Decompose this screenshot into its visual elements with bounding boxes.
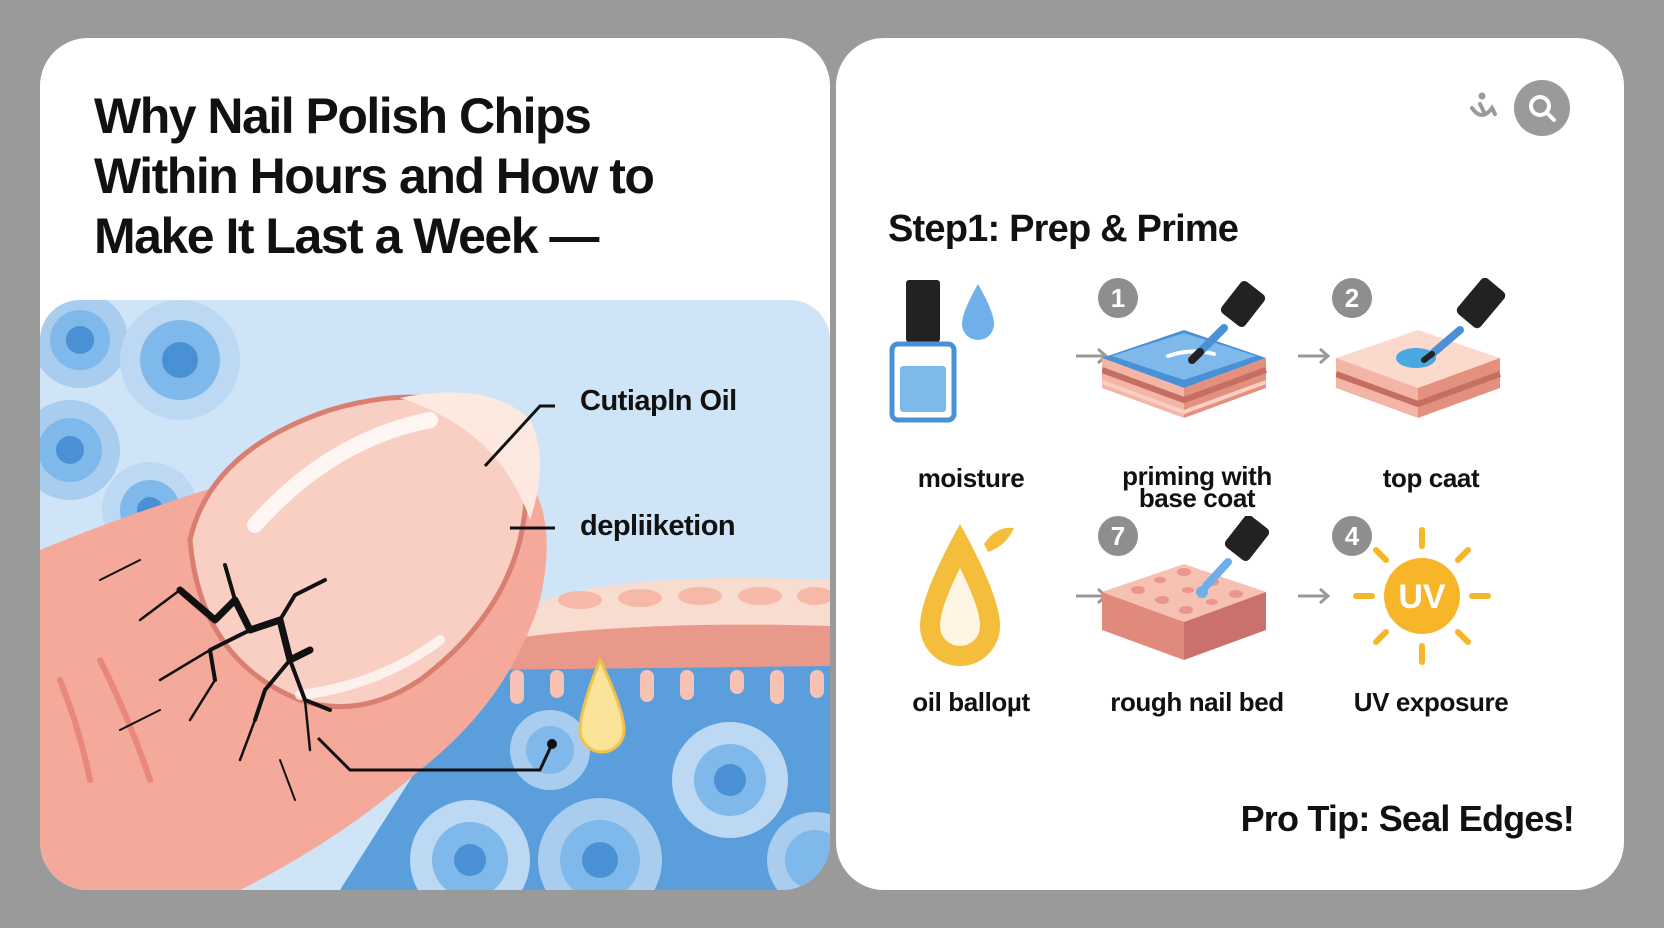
arrow-icon [1076, 347, 1109, 365]
step-top-coat: 2 top caat [1332, 278, 1526, 491]
callout-depletion: depliiketion [580, 510, 736, 542]
top-coat-layer-icon [1336, 278, 1506, 418]
pro-tip: Pro Tip: Seal Edges! [1240, 798, 1575, 839]
step-priming: 1 priming with base coat [1098, 278, 1292, 511]
step-heading: Step1: Prep & Prime [888, 208, 1239, 250]
callout-lines [316, 404, 555, 772]
step-number-badge: 1 [1098, 278, 1138, 318]
step-label-line-1: priming with [1122, 461, 1272, 491]
nail-plate [187, 394, 530, 710]
step-label: moisture [917, 463, 1025, 493]
step-moisture: moisture [876, 278, 1066, 491]
rough-nail-bed-icon [1102, 516, 1270, 660]
oil-drop-icon [920, 524, 1014, 666]
nail-crack [99, 559, 332, 801]
arrow-icon [1298, 347, 1331, 365]
title-line-3: Make It Last a Week — [94, 208, 599, 264]
search-icon [1529, 95, 1556, 122]
step-rough-nail-bed: 7 rough nail bed [1098, 516, 1292, 717]
step-label: top caat [1382, 463, 1480, 493]
step-label: rough nail bed [1110, 687, 1284, 717]
steps-card: Step1: Prep & Prime moisture 1 priming [836, 38, 1624, 890]
step-label: oil balloµt [912, 687, 1030, 717]
chipped-nail-illustration [40, 300, 830, 890]
step-uv-exposure: 4 UV UV exposure [1332, 516, 1526, 717]
step-number-badge: 7 [1098, 516, 1138, 556]
step-number-badge: 4 [1332, 516, 1372, 556]
step-label-line-2: base coat [1138, 483, 1256, 513]
title-line-2: Within Hours and How to [94, 148, 655, 204]
step-label: UV exposure [1353, 687, 1509, 717]
callout-cuticle-oil: Cutiapln Oil [580, 385, 737, 417]
arrow-icon [1298, 587, 1331, 605]
article-title: Why Nail Polish Chips Within Hours and H… [94, 86, 734, 266]
accessibility-icon [1470, 92, 1497, 117]
nail-polish-bottle-icon [889, 280, 994, 423]
step-oil: oil balloµt [876, 516, 1066, 716]
base-coat-layer-icon [1102, 281, 1268, 418]
search-button[interactable] [1514, 80, 1570, 136]
accessibility-button[interactable] [1454, 80, 1510, 136]
step-number-badge: 2 [1332, 278, 1372, 318]
uv-sun-icon: UV [1353, 527, 1491, 665]
title-line-1: Why Nail Polish Chips [94, 88, 592, 144]
skin-layers [340, 578, 830, 890]
oil-drop [578, 656, 626, 754]
article-card: Why Nail Polish Chips Within Hours and H… [40, 38, 830, 890]
uv-icon-text: UV [1398, 578, 1446, 616]
